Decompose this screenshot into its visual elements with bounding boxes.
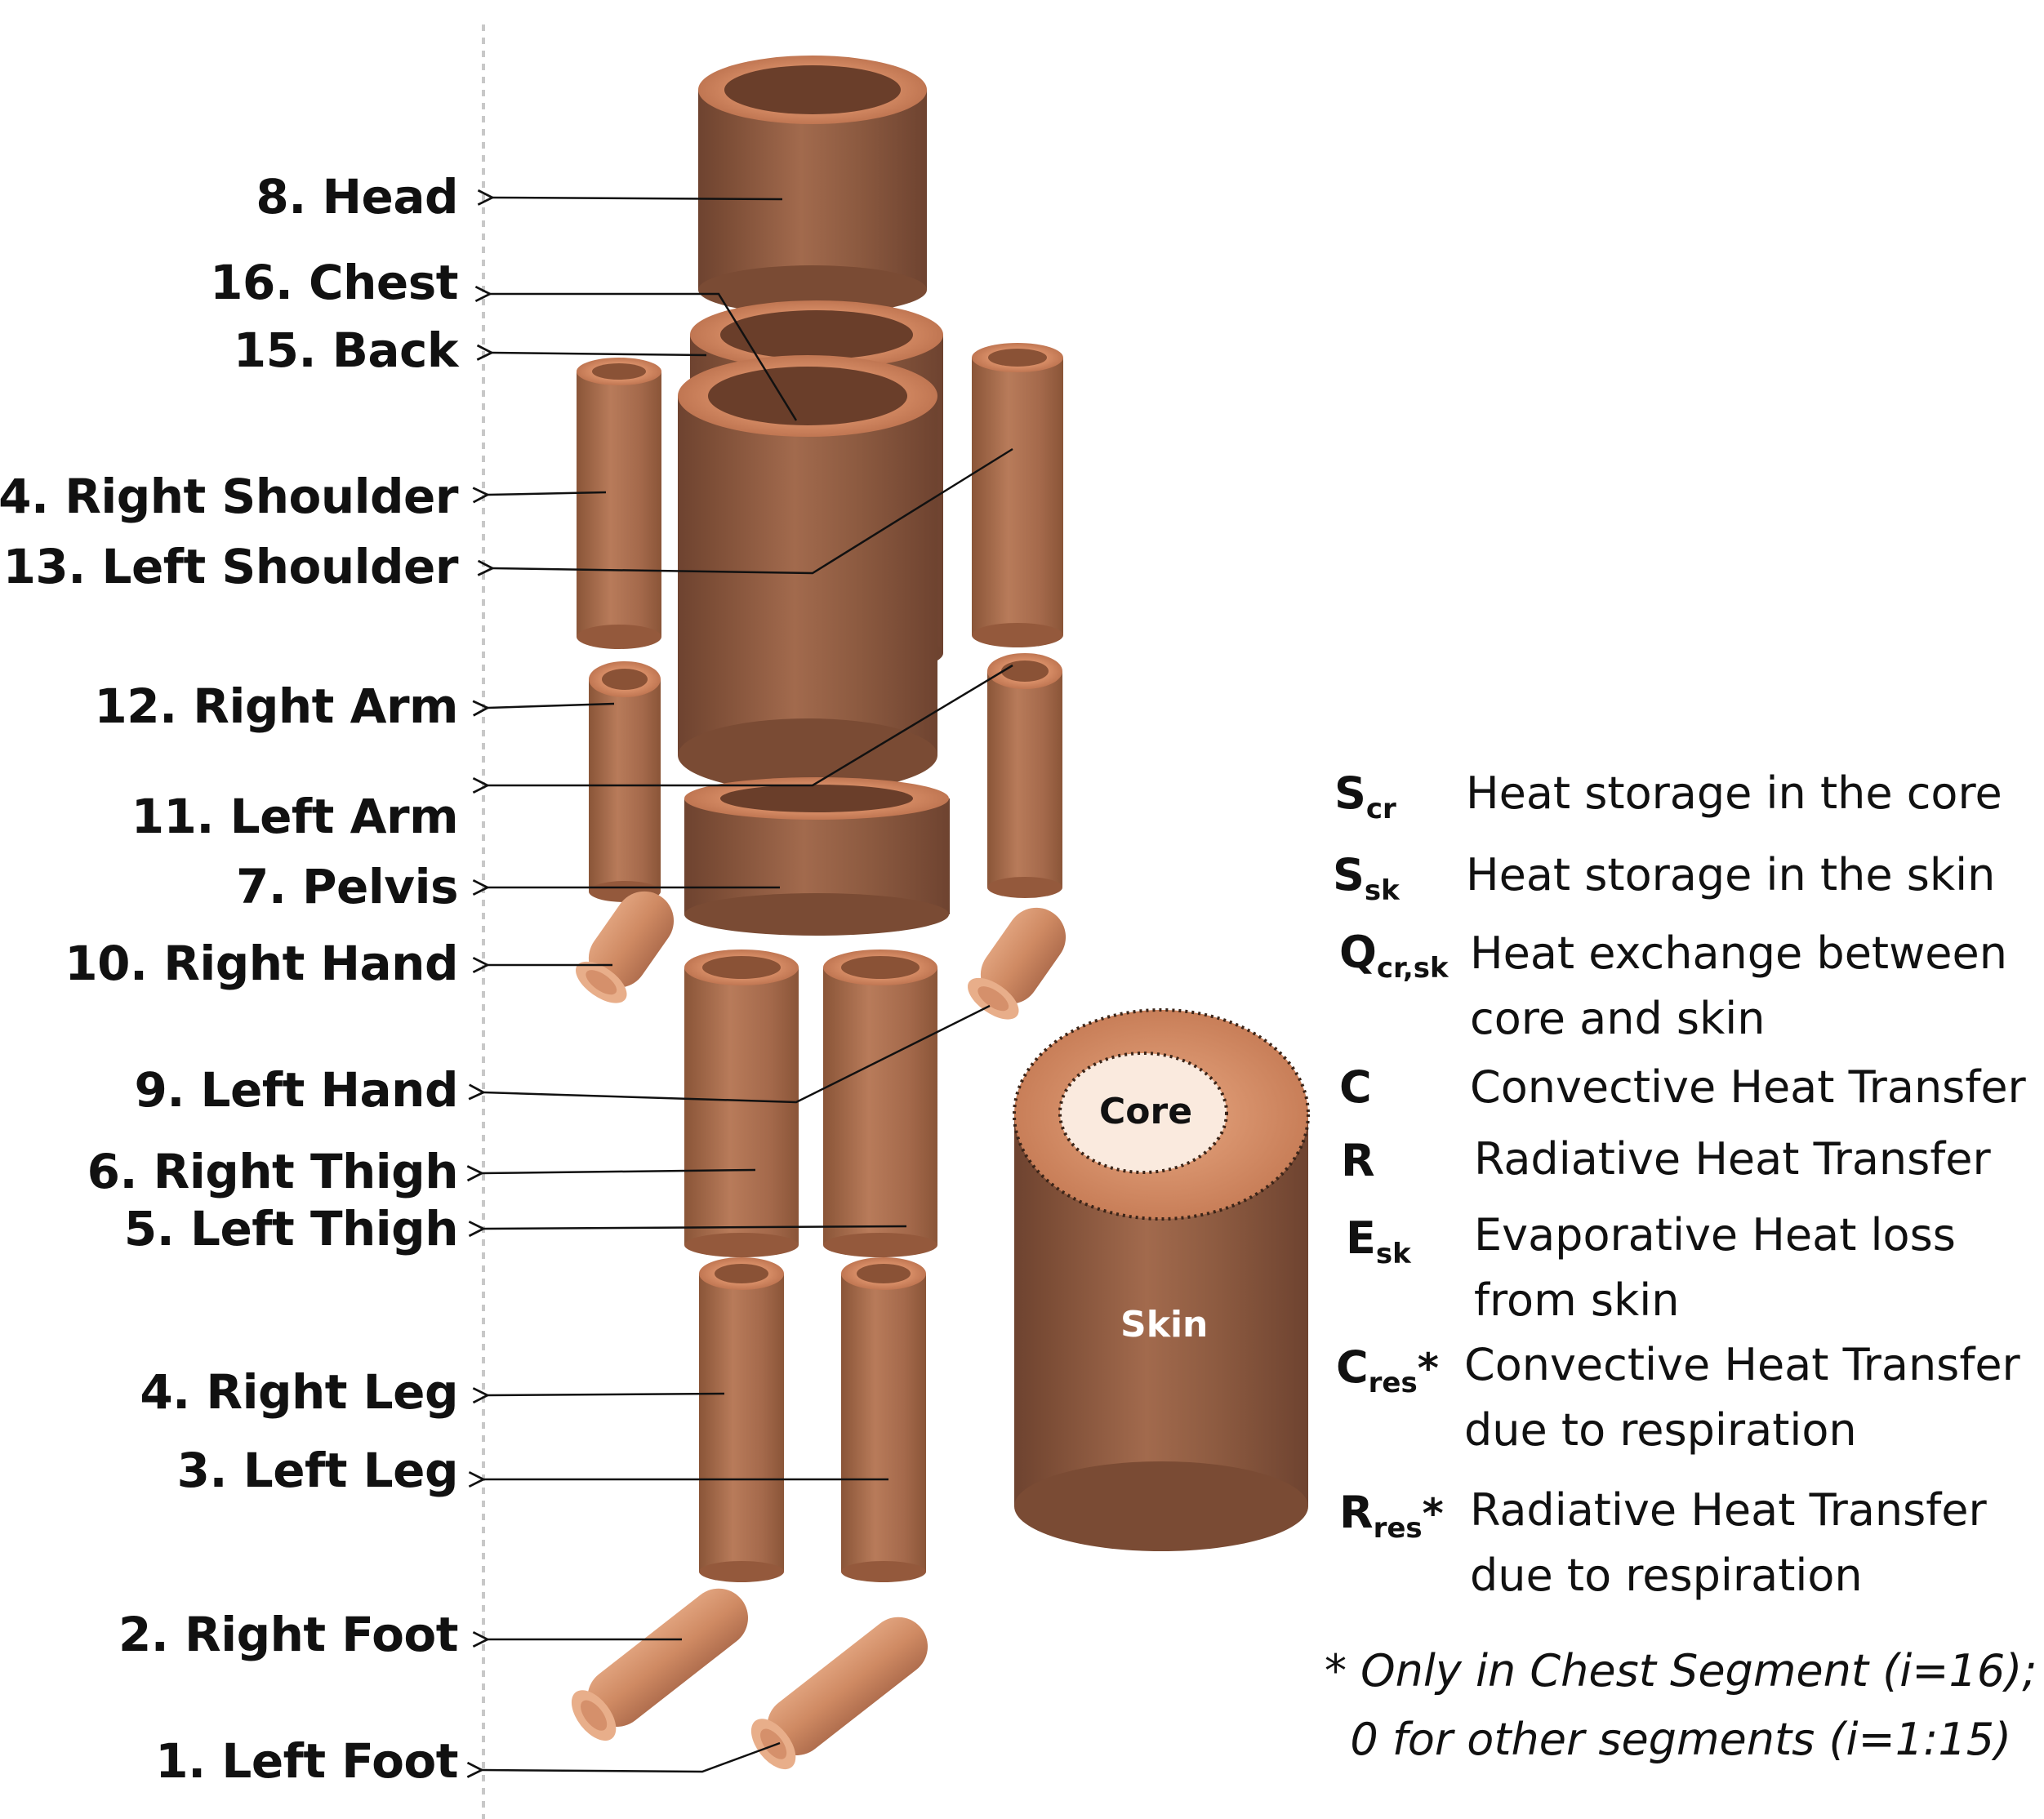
right-arm-cylinder <box>589 661 661 902</box>
legend-symbol-subscript: sk <box>1375 1238 1411 1270</box>
legend-description: Radiative Heat Transfer due to respirati… <box>1470 1484 1987 1601</box>
core-region <box>1058 1052 1228 1174</box>
label-right-shoulder: 14. Right Shoulder <box>0 469 458 524</box>
legend-symbol: Qcr,sk <box>1339 931 1449 985</box>
right-foot-cylinder <box>571 1588 748 1741</box>
legend-symbol-subscript: sk <box>1364 874 1400 907</box>
legend-symbol: Scr <box>1334 772 1396 825</box>
label-right-foot: 2. Right Foot <box>118 1607 459 1662</box>
legend-symbol-base: S <box>1334 767 1366 819</box>
leader-chest <box>490 294 798 421</box>
legend-symbol-base: C <box>1339 1061 1372 1113</box>
leader-back <box>492 353 707 355</box>
legend-symbol: Cres* <box>1336 1345 1439 1399</box>
legend-symbol: Ssk <box>1333 853 1400 905</box>
label-right-leg: 4. Right Leg <box>140 1364 458 1420</box>
leader-right-arm <box>488 704 615 708</box>
right-thigh-cylinder <box>684 950 799 1257</box>
label-right-thigh: 6. Right Thigh <box>87 1144 459 1199</box>
legend-symbol-base: R <box>1339 1487 1374 1538</box>
right-shoulder-cylinder <box>577 358 661 649</box>
leader-left-arm <box>488 664 1013 785</box>
leader-left-shoulder <box>492 447 1013 573</box>
legend-symbol-base: R <box>1341 1135 1375 1186</box>
label-left-shoulder: 13. Left Shoulder <box>2 539 459 594</box>
label-chest: 16. Chest <box>210 255 458 310</box>
label-right-arm: 12. Right Arm <box>94 678 458 734</box>
legend-symbol-base: E <box>1346 1212 1376 1264</box>
label-left-hand: 9. Left Hand <box>134 1062 458 1118</box>
legend-symbol: Rres* <box>1339 1490 1444 1545</box>
legend-description: Convective Heat Transfer <box>1470 1061 2026 1113</box>
footnote: * Only in Chest Segment (i=16); 0 for ot… <box>1325 1645 2037 1765</box>
legend-symbol-subscript: cr <box>1365 793 1396 825</box>
legend-description: Heat storage in the skin <box>1466 849 1996 901</box>
label-left-thigh: 5. Left Thigh <box>123 1201 459 1256</box>
legend-description: Radiative Heat Transfer <box>1474 1133 1991 1185</box>
left-thigh-cylinder <box>823 950 937 1257</box>
leader-head <box>492 198 783 199</box>
leader-lines <box>482 198 1013 1772</box>
legend-symbol-star: * <box>1422 1490 1444 1537</box>
leader-left-hand <box>483 1004 991 1104</box>
legend-symbol: C <box>1339 1065 1372 1117</box>
legend-symbol-base: C <box>1336 1341 1369 1393</box>
left-arm-cylinder <box>987 653 1062 898</box>
left-leg-cylinder <box>841 1257 926 1582</box>
leader-right-shoulder <box>488 492 607 495</box>
legend-symbol: R <box>1341 1139 1375 1190</box>
leader-left-foot <box>482 1741 781 1772</box>
chest-cylinder <box>678 355 937 792</box>
skin-label: Skin <box>1120 1304 1209 1345</box>
left-shoulder-cylinder <box>972 343 1063 647</box>
pelvis-cylinder <box>684 777 950 936</box>
label-left-foot: 1. Left Foot <box>155 1733 458 1789</box>
label-right-hand: 10. Right Hand <box>65 936 458 991</box>
label-left-arm: 11. Left Arm <box>131 789 459 844</box>
right-leg-cylinder <box>699 1257 784 1582</box>
label-pelvis: 7. Pelvis <box>235 859 459 914</box>
legend-symbol: Esk <box>1346 1216 1411 1270</box>
legend-symbol-subscript: res <box>1368 1367 1418 1399</box>
core-skin-cylinder <box>1013 1008 1310 1551</box>
head-cylinder <box>698 56 927 314</box>
legend-description: Heat storage in the core <box>1466 767 2002 819</box>
label-head: 8. Head <box>256 169 458 225</box>
core-label: Core <box>1099 1091 1193 1132</box>
label-left-leg: 3. Left Leg <box>176 1443 459 1498</box>
leader-right-leg <box>488 1394 725 1395</box>
legend-symbol-star: * <box>1417 1345 1439 1392</box>
right-hand-cylinder <box>576 891 675 1003</box>
legend-description: Heat exchange between core and skin <box>1470 927 2007 1044</box>
legend-symbol-base: Q <box>1339 927 1377 978</box>
legend-description: Convective Heat Transfer due to respirat… <box>1464 1339 2020 1456</box>
leader-right-thigh <box>482 1170 756 1173</box>
legend-symbol-subscript: res <box>1373 1512 1423 1545</box>
legend-symbol-subscript: cr,sk <box>1376 952 1449 985</box>
label-back: 15. Back <box>233 322 459 378</box>
legend-description: Evaporative Heat loss from skin <box>1474 1209 1956 1326</box>
left-foot-cylinder <box>750 1617 928 1770</box>
left-hand-cylinder <box>968 907 1067 1020</box>
legend-symbol-base: S <box>1333 849 1365 901</box>
leader-left-thigh <box>483 1226 907 1229</box>
